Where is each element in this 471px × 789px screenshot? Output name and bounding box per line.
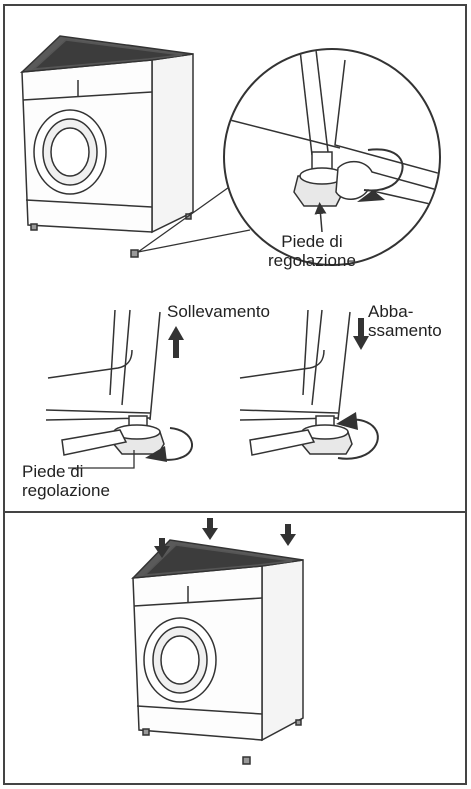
foot-closeup-left xyxy=(45,309,193,461)
outer-frame xyxy=(3,4,467,785)
rotation-arrow-icon-right xyxy=(336,412,358,430)
zoom-leader xyxy=(137,184,251,253)
foot-label-top-line1: Piede di xyxy=(281,232,343,251)
rotation-arrow-icon xyxy=(145,446,167,462)
foot-leader-left xyxy=(68,450,135,469)
lower-label-line2: ssamento xyxy=(368,321,442,340)
foot-label-top-line2: regolazione xyxy=(268,251,356,270)
press-arrow-icons xyxy=(154,518,296,558)
foot-closeup-right xyxy=(239,309,379,460)
lower-label: Abba- ssamento xyxy=(368,302,442,340)
raise-label: Sollevamento xyxy=(167,302,271,321)
up-arrow-icon xyxy=(168,326,184,358)
washing-machine-icon xyxy=(19,35,194,258)
foot-label-bottom: Piede di regolazione xyxy=(22,462,110,500)
foot-label-top: Piede di regolazione xyxy=(268,232,356,270)
washing-machine-bottom-icon xyxy=(131,539,304,765)
foot-label-bottom-line2: regolazione xyxy=(22,481,110,500)
foot-label-bottom-line1: Piede di xyxy=(22,462,84,481)
lower-label-line1: Abba- xyxy=(368,302,414,321)
magnifier-circle-icon xyxy=(223,48,441,266)
down-arrow-icon xyxy=(353,318,369,350)
